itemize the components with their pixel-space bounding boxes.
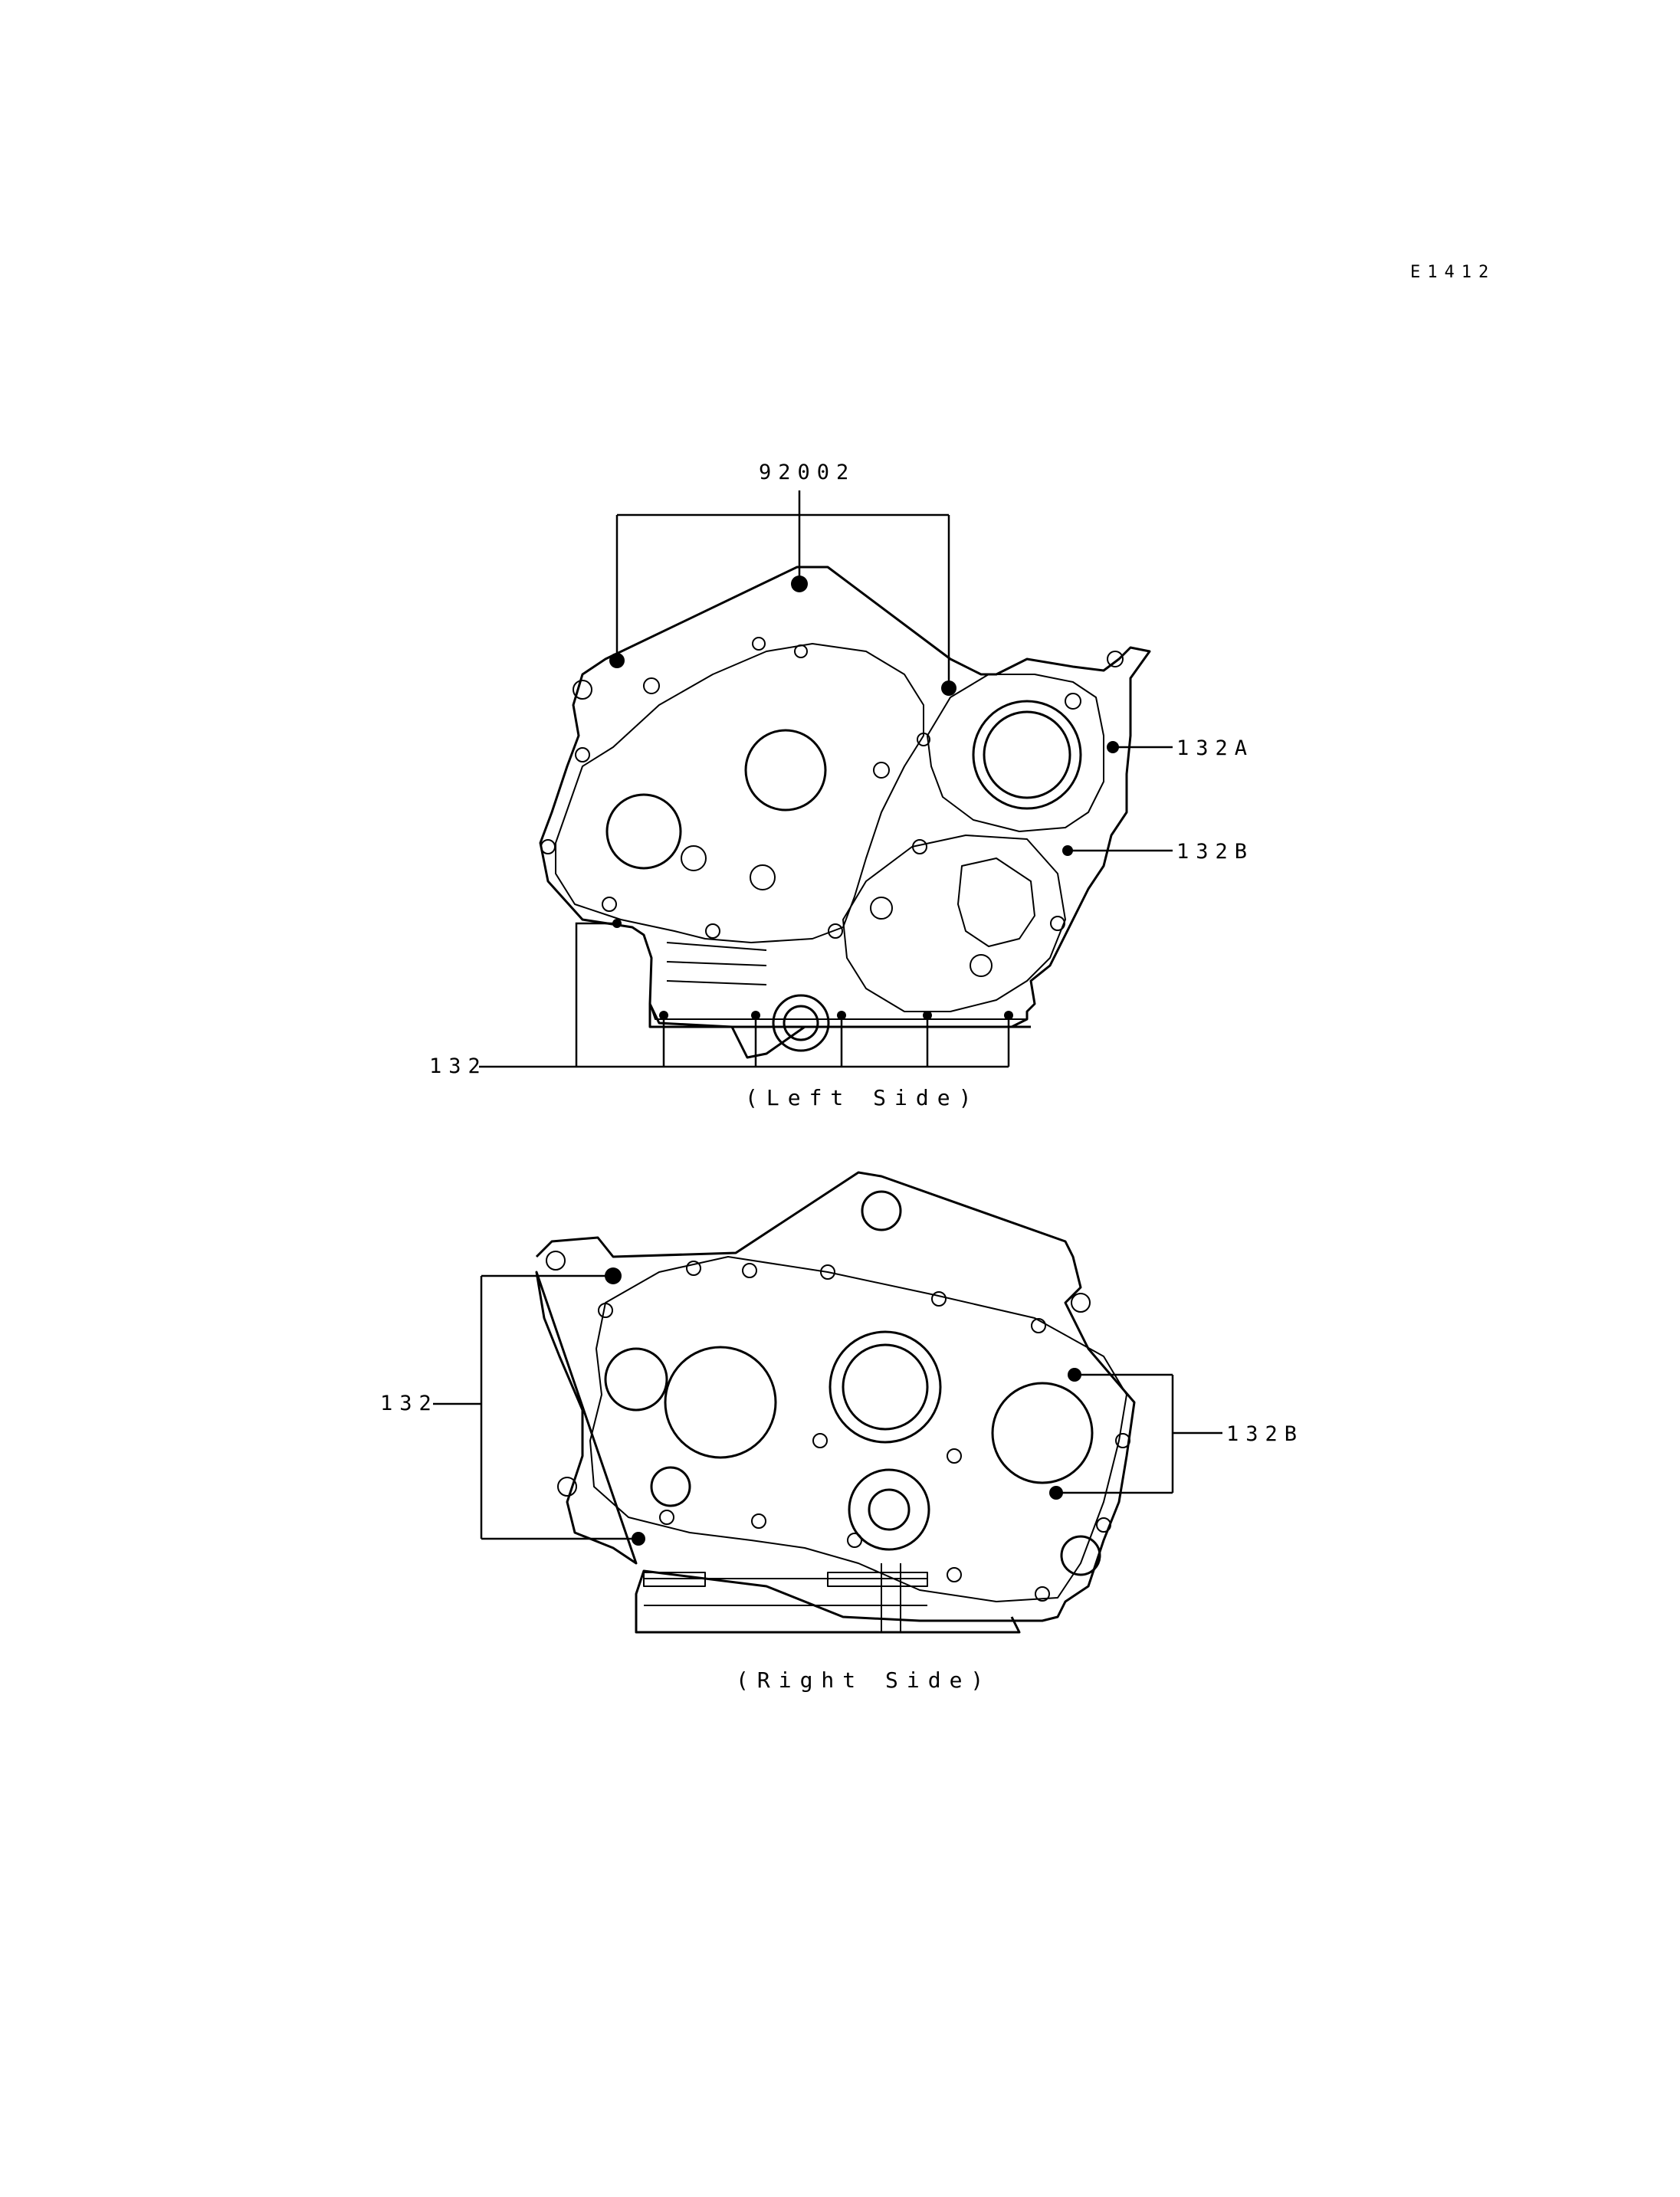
callout-92002-label: 92002 (759, 461, 855, 484)
callout-132-left: 132 (429, 922, 1010, 1078)
left-right-cover-outline (927, 674, 1104, 832)
right-case-lower (535, 1271, 638, 1565)
callout-132A: 132A (1113, 736, 1254, 760)
left-bolt-bosses (540, 637, 1124, 977)
right-clutch-bore-outer (829, 1330, 942, 1444)
right-lower-bore-inner (868, 1488, 911, 1531)
right-side-caption: (Right Side) (736, 1667, 992, 1693)
right-clutch-bore-inner (842, 1343, 929, 1431)
left-spline-bore (957, 857, 1035, 947)
right-small-bore (604, 1347, 668, 1412)
right-gasket-line (589, 1256, 1127, 1602)
right-case-outline (535, 1171, 1136, 1634)
right-output-bore (991, 1382, 1094, 1484)
left-shift-boss-outer (772, 994, 830, 1052)
callout-132B-right-label: 132B (1226, 1422, 1304, 1446)
callout-132B-left: 132B (1068, 840, 1254, 864)
callout-132-right-label: 132 (380, 1392, 438, 1415)
left-oil-pan (648, 942, 1031, 1028)
callout-132B-right: 132B (1056, 1373, 1304, 1494)
right-crank-bore (664, 1346, 777, 1459)
left-side-crankcase: 92002 132A 132B 132 (Left Side) (429, 461, 1254, 1110)
callout-132B-left-label: 132B (1176, 840, 1254, 864)
callout-132A-label: 132A (1176, 736, 1254, 760)
diagram-code: E1412 (1410, 263, 1495, 282)
callout-132-left-label: 132 (429, 1054, 487, 1078)
left-small-bore (605, 793, 682, 870)
left-output-bore-outer (972, 700, 1082, 810)
left-lower-cover-outline (842, 835, 1066, 1012)
right-oil-pan (643, 1563, 928, 1632)
right-bolt-bosses (546, 1251, 1130, 1602)
left-output-bore-inner (983, 710, 1071, 799)
left-side-caption: (Left Side) (745, 1085, 979, 1110)
callout-132-right: 132 (380, 1274, 638, 1540)
right-lower-bore (848, 1468, 930, 1551)
right-lower-left-boss (650, 1466, 691, 1507)
right-lower-right-boss (1060, 1535, 1101, 1576)
right-side-crankcase: 132 132B (Right Side) (380, 1171, 1304, 1693)
left-gasket-line (555, 643, 924, 943)
left-shift-boss-inner (783, 1005, 819, 1041)
left-marked-bolts (609, 575, 1119, 1020)
left-crank-bore (744, 729, 827, 812)
left-case-outline (539, 566, 1151, 1059)
callout-92002: 92002 (615, 461, 950, 688)
right-top-boss (861, 1190, 902, 1231)
